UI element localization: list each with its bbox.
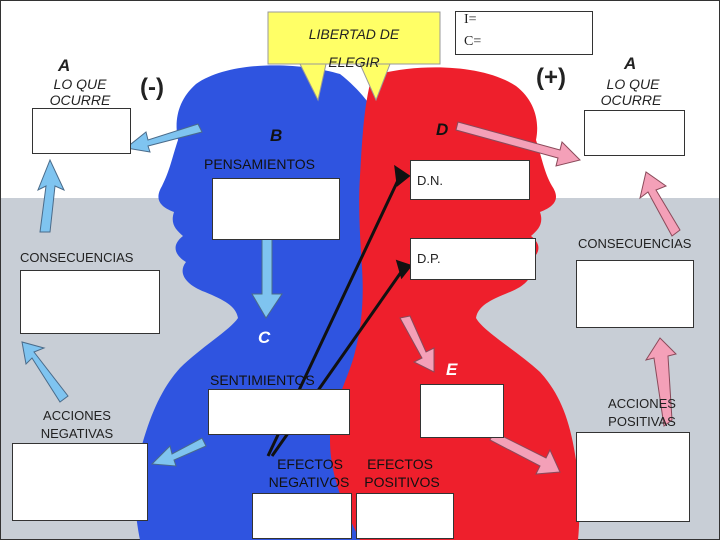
ic-box[interactable]: I= C= [455, 11, 593, 55]
right-sign: (+) [536, 64, 566, 91]
right-actions-box[interactable] [576, 432, 690, 522]
arrow-consequences-right-up [639, 171, 681, 237]
c-letter: C [258, 328, 271, 347]
arrow-feelings-left [150, 437, 207, 467]
callout-arrow-right [359, 63, 391, 102]
right-consequences: CONSECUENCIAS [578, 236, 692, 251]
e-box[interactable] [420, 384, 504, 438]
choose-label-1: LIBERTAD DE [308, 26, 400, 42]
arrow-d-right [455, 121, 581, 167]
left-arrows [21, 123, 283, 467]
left-actions-2: NEGATIVAS [40, 426, 114, 441]
left-actions-1: ACCIONES [43, 408, 111, 423]
left-what-happens-1: LO QUE [53, 76, 107, 92]
c-label: C= [464, 34, 482, 49]
dp-label: D.P. [417, 251, 441, 266]
right-what-happens-2: OCURRE [600, 92, 662, 108]
arrow-thoughts-left [124, 123, 203, 153]
dn-box[interactable]: D.N. [410, 160, 530, 200]
left-actions-box[interactable] [12, 443, 148, 521]
choose-label-2: ELEGIR [328, 54, 380, 70]
callout-arrow-left [299, 63, 327, 102]
left-what-happens-2: OCURRE [49, 92, 111, 108]
effects-neg-2: NEGATIVOS [268, 474, 350, 490]
choose-box [267, 11, 441, 65]
left-a-letter: A [58, 56, 71, 75]
right-what-happens-1: LO QUE [606, 76, 660, 92]
right-consequences-box[interactable] [576, 260, 694, 328]
arrow-actions-right-up [644, 337, 677, 427]
effects-pos-box[interactable] [356, 493, 454, 539]
e-letter: E [446, 360, 458, 379]
dp-box[interactable]: D.P. [410, 238, 536, 280]
effects-pos-2: POSITIVOS [364, 474, 440, 490]
arrow-to-dp-head [395, 259, 413, 280]
b-letter: B [270, 126, 283, 145]
right-actions-1: ACCIONES [608, 396, 676, 411]
i-label: I= [464, 12, 477, 27]
arrow-consequences-up [37, 158, 66, 233]
left-what-happens-box[interactable] [32, 108, 131, 154]
right-arrows [399, 121, 681, 475]
feelings-label: SENTIMIENTOS [210, 372, 315, 388]
right-what-happens-box[interactable] [584, 110, 685, 156]
thoughts-label: PENSAMIENTOS [204, 156, 315, 172]
left-sign: (-) [140, 74, 164, 101]
arrow-actions-up [21, 341, 69, 403]
left-consequences-box[interactable] [20, 270, 160, 334]
right-actions-2: POSITIVAS [608, 414, 676, 429]
right-a-letter: A [624, 54, 637, 73]
arrow-e-down [399, 315, 435, 373]
arrow-to-dn-head [394, 164, 411, 187]
dn-label: D.N. [417, 173, 443, 188]
thoughts-box[interactable] [212, 178, 340, 240]
effects-pos-1: EFECTOS [367, 456, 433, 472]
arrow-b-down [251, 237, 283, 319]
effects-neg-box[interactable] [252, 493, 352, 539]
feelings-box[interactable] [208, 389, 350, 435]
d-letter: D [436, 120, 449, 139]
effects-neg-1: EFECTOS [277, 456, 343, 472]
left-consequences: CONSECUENCIAS [20, 250, 134, 265]
